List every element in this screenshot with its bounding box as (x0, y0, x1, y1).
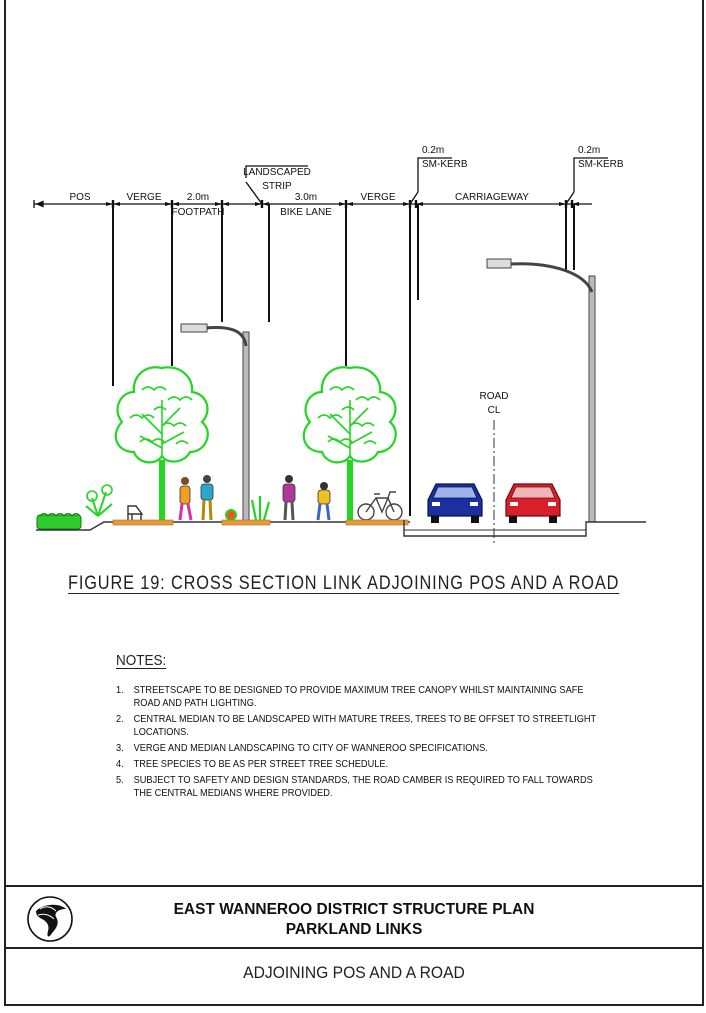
plan-subtitle: PARKLAND LINKS (285, 921, 423, 938)
title-block-header: EAST WANNEROO DISTRICT STRUCTURE PLAN PA… (4, 887, 704, 949)
sheet-title: ADJOINING POS AND A ROAD (243, 963, 465, 982)
tree-right-icon (302, 366, 397, 524)
street-light-left (180, 323, 250, 523)
label-road: ROAD (480, 391, 509, 402)
notes-heading: NOTES: (116, 652, 167, 669)
label-landscaped: LANDSCAPED (243, 167, 311, 178)
road-centreline: ROAD CL (480, 391, 509, 544)
dimension-line (33, 157, 608, 516)
ground-profile (36, 519, 646, 537)
title-block: EAST WANNEROO DISTRICT STRUCTURE PLAN PA… (4, 885, 704, 1006)
label-pos: POS (69, 192, 90, 203)
label-bike-lane: BIKE LANE (280, 207, 332, 218)
label-verge-right: VERGE (360, 192, 395, 203)
label-carriageway: CARRIAGEWAY (455, 192, 529, 203)
bicycle-icon (357, 491, 403, 521)
figure-title: FIGURE 19: CROSS SECTION LINK ADJOINING … (68, 573, 620, 594)
dimension-labels: POS VERGE 2.0m FOOTPATH LANDSCAPED STRIP… (69, 145, 623, 218)
title-block-footer: ADJOINING POS AND A ROAD (4, 949, 704, 1006)
label-kerb-left-width: 0.2m (422, 145, 444, 156)
shrubs-icon (36, 484, 271, 530)
note-item: 2.CENTRAL MEDIAN TO BE LANDSCAPED WITH M… (116, 713, 597, 738)
car-red-icon (505, 483, 561, 523)
label-kerb-right: SM-KERB (578, 159, 624, 170)
label-kerb-left: SM-KERB (422, 159, 468, 170)
swan-logo-icon (27, 896, 73, 942)
notes-list: 1.STREETSCAPE TO BE DESIGNED TO PROVIDE … (116, 684, 636, 803)
bench-icon (127, 505, 144, 520)
note-item: 4.TREE SPECIES TO BE AS PER STREET TREE … (116, 758, 389, 770)
cross-section-diagram: POS VERGE 2.0m FOOTPATH LANDSCAPED STRIP… (33, 145, 646, 544)
label-bike-lane-width: 3.0m (295, 192, 317, 203)
car-blue-icon (427, 483, 483, 523)
label-cl: CL (488, 405, 501, 416)
label-verge-left: VERGE (126, 192, 161, 203)
tree-left-icon (114, 366, 209, 524)
note-item: 3.VERGE AND MEDIAN LANDSCAPING TO CITY O… (116, 742, 488, 754)
label-footpath-width: 2.0m (187, 192, 209, 203)
label-footpath: FOOTPATH (172, 207, 225, 218)
plan-title: EAST WANNEROO DISTRICT STRUCTURE PLAN (173, 901, 535, 918)
label-kerb-right-width: 0.2m (578, 145, 600, 156)
page-frame (4, 0, 704, 1006)
pedestrians-icon (178, 475, 331, 521)
note-item: 1.STREETSCAPE TO BE DESIGNED TO PROVIDE … (116, 684, 584, 709)
note-item: 5.SUBJECT TO SAFETY AND DESIGN STANDARDS… (116, 774, 593, 799)
label-strip: STRIP (262, 181, 292, 192)
